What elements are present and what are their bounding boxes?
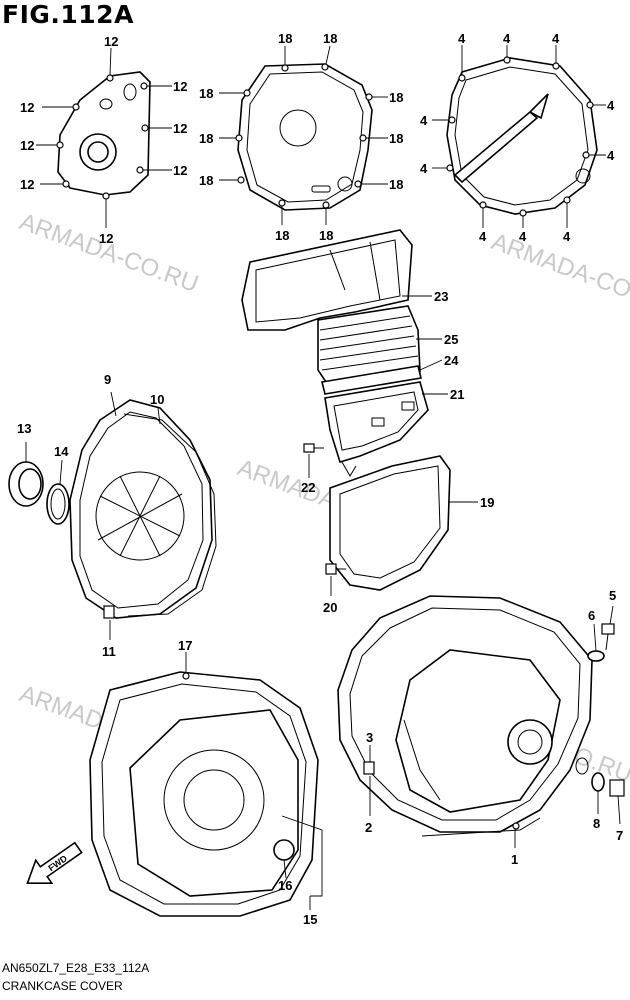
callout-4[interactable]: 4 (607, 98, 615, 113)
callout-18[interactable]: 18 (275, 228, 289, 243)
callout-4[interactable]: 4 (458, 31, 466, 46)
leader-5 (609, 605, 614, 625)
callout-19[interactable]: 19 (480, 495, 494, 510)
callout-20[interactable]: 20 (323, 600, 337, 615)
callout-4[interactable]: 4 (503, 31, 511, 46)
callout-4[interactable]: 4 (420, 161, 428, 176)
callout-18[interactable]: 18 (199, 173, 213, 188)
leader-14 (59, 459, 63, 485)
callout-15[interactable]: 15 (303, 912, 317, 927)
callout-4[interactable]: 4 (479, 229, 487, 244)
leader-24 (419, 359, 443, 371)
callout-21[interactable]: 21 (450, 387, 464, 402)
screw-22 (303, 443, 324, 453)
callout-4[interactable]: 4 (420, 113, 428, 128)
leader-16 (283, 859, 287, 879)
callout-18[interactable]: 18 (199, 131, 213, 146)
callout-12[interactable]: 12 (20, 100, 34, 115)
leaders-18 (219, 45, 388, 225)
gasket-18 (235, 63, 373, 211)
figure-title: FIG.112A (2, 0, 134, 29)
callout-4[interactable]: 4 (563, 229, 571, 244)
model-code: AN650ZL7_E28_E33_112A (2, 961, 150, 975)
o-ring-14 (46, 483, 70, 525)
gasket-4 (446, 56, 598, 217)
callout-12[interactable]: 12 (104, 34, 118, 49)
air-duct-23 (241, 229, 413, 331)
callout-17[interactable]: 17 (178, 638, 192, 653)
callout-18[interactable]: 18 (389, 177, 403, 192)
cover-9 (69, 399, 213, 619)
callout-12[interactable]: 12 (173, 79, 187, 94)
callout-3[interactable]: 3 (366, 730, 373, 745)
callout-8[interactable]: 8 (593, 816, 600, 831)
leader-7 (617, 795, 621, 825)
gasket-10 (123, 413, 217, 617)
dowel-11 (103, 605, 115, 619)
leader-10 (157, 407, 161, 425)
washer-6 (587, 650, 605, 662)
leaders-4 (432, 45, 606, 228)
callout-12[interactable]: 12 (20, 177, 34, 192)
clamp-24 (321, 365, 422, 395)
callout-2[interactable]: 2 (365, 820, 372, 835)
callout-1[interactable]: 1 (511, 852, 518, 867)
callout-14[interactable]: 14 (54, 444, 69, 459)
callout-25[interactable]: 25 (444, 332, 458, 347)
figure-caption: CRANKCASE COVER (2, 979, 123, 993)
callout-4[interactable]: 4 (552, 31, 560, 46)
callout-7[interactable]: 7 (616, 828, 623, 843)
callout-18[interactable]: 18 (389, 131, 403, 146)
callout-23[interactable]: 23 (434, 289, 448, 304)
callout-24[interactable]: 24 (444, 353, 459, 368)
leader-9 (110, 391, 117, 417)
callout-18[interactable]: 18 (389, 90, 403, 105)
callout-12[interactable]: 12 (20, 138, 34, 153)
callout-4[interactable]: 4 (519, 229, 527, 244)
cover-17 (89, 671, 319, 917)
callout-9[interactable]: 9 (104, 372, 111, 387)
watermark: ARMADA-CO.RU (488, 228, 630, 318)
callout-16[interactable]: 16 (278, 878, 292, 893)
frame-19 (329, 455, 451, 591)
callout-11[interactable]: 11 (102, 644, 116, 659)
main-cover-1 (337, 595, 593, 837)
callout-18[interactable]: 18 (199, 86, 213, 101)
callout-5[interactable]: 5 (609, 588, 616, 603)
callout-6[interactable]: 6 (588, 608, 595, 623)
callout-18[interactable]: 18 (319, 228, 333, 243)
callout-18[interactable]: 18 (278, 31, 292, 46)
callout-10[interactable]: 10 (150, 392, 164, 407)
callout-12[interactable]: 12 (99, 231, 113, 246)
duct-frame-21 (324, 381, 429, 477)
callout-22[interactable]: 22 (301, 480, 315, 495)
callout-18[interactable]: 18 (323, 31, 337, 46)
small-cover-12 (56, 71, 151, 200)
bracket-15 (281, 815, 323, 910)
bolt-5 (601, 623, 615, 651)
seal-13 (8, 461, 44, 507)
plug-7 (609, 779, 625, 797)
dowel-3 (363, 761, 375, 775)
callout-4[interactable]: 4 (607, 148, 615, 163)
leader-6 (593, 623, 597, 652)
callout-12[interactable]: 12 (173, 163, 187, 178)
fwd-arrow: FWD (26, 841, 83, 885)
leaders-12 (36, 47, 172, 228)
callout-13[interactable]: 13 (17, 421, 31, 436)
watermark: ARMADA-CO.RU (16, 208, 202, 298)
bolt-20 (325, 563, 346, 575)
callout-12[interactable]: 12 (173, 121, 187, 136)
